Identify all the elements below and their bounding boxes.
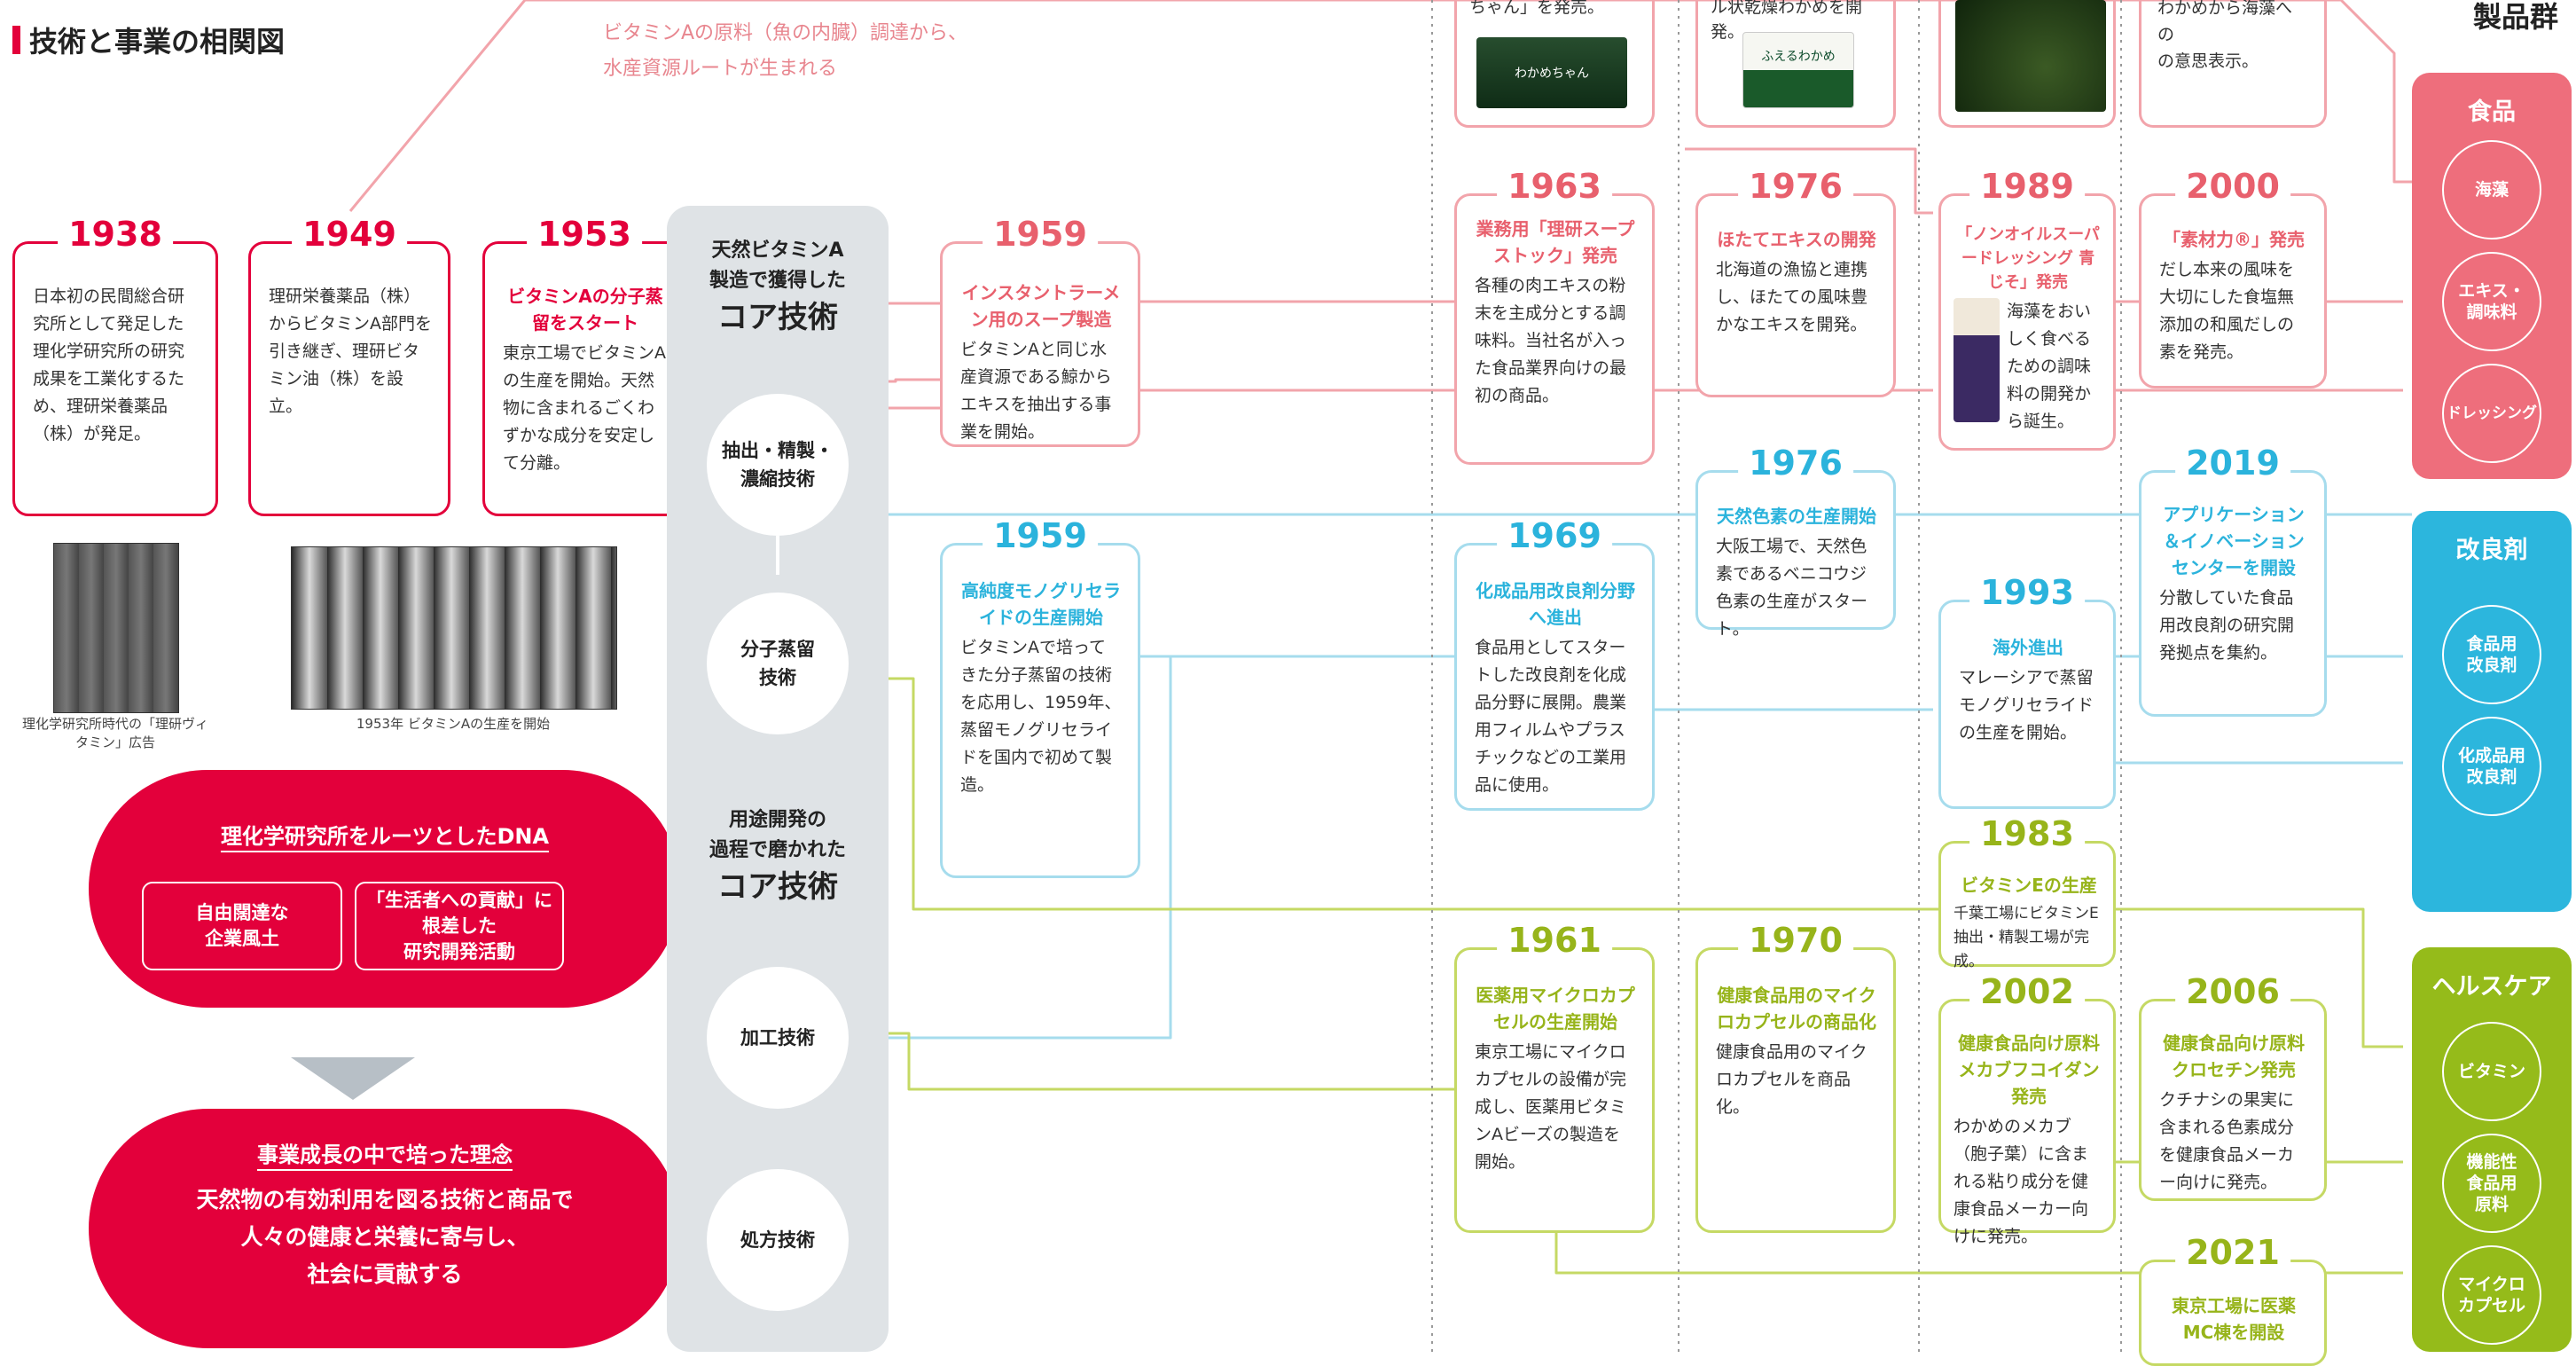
top-card-1: ちゃん」を発売。 わかめちゃん [1454,0,1655,128]
origin-1953: 1953 ビタミンAの分子蒸留をスタート 東京工場でビタミンAの生産を開始。天然… [482,217,686,516]
link-vitamin-route [348,0,1454,212]
tech-processing: 加工技術 [707,967,849,1109]
link-green-distill [856,677,2403,1048]
title-marker [12,26,20,54]
milestone-1976-color: 1976 天然色素の生産開始 大阪工場で、天然色素であるベニコウジ色素の生産がス… [1695,446,1896,639]
group-healthcare-microcapsule: マイクロ カプセル [2442,1245,2541,1345]
down-arrow [291,1057,415,1100]
dna-heading: 理化学研究所をルーツとしたDNA [220,824,550,849]
group-healthcare: ヘルスケア ビタミン 機能性 食品用 原料 マイクロ カプセル [2412,947,2572,1352]
page-title: 技術と事業の相関図 [12,20,285,60]
core-head-2: 用途開発の 過程で磨かれた コア技術 [709,809,846,905]
philosophy-text: 天然物の有効利用を図る技術と商品で 人々の健康と栄養に寄与し、 社会に貢献する [196,1187,574,1287]
top-card-3 [1938,0,2116,128]
group-food-dressing: ドレッシング [2442,364,2541,463]
top-card-2: ル状乾燥わかめを開発。 ふえるわかめ [1695,0,1896,128]
vitamin-note: ビタミンAの原料（魚の内臓）調達から、水産資源ルートが生まれる [603,22,968,80]
group-food-seaweed: 海藻 [2442,140,2541,239]
link-green-bottom [1554,1233,2403,1275]
group-healthcare-vitamin: ビタミン [2442,1022,2541,1121]
link-cyan-processing [856,656,1172,1040]
tech-distillation: 分子蒸留 技術 [707,593,849,734]
philosophy-heading: 事業成長の中で培った理念 [257,1142,513,1167]
milestone-1959-monoglyceride: 1959 高純度モノグリセライドの生産開始 ビタミンAで培ってきた分子蒸留の技術… [940,519,1140,878]
product-fueru-wakame: ふえるわかめ [1742,32,1854,108]
group-food: 食品 海藻 エキス・ 調味料 ドレッシング [2412,73,2572,479]
product-wakame-chan: わかめちゃん [1476,37,1627,108]
dna-box: 理化学研究所をルーツとしたDNA 自由闊達な 企業風土 「生活者への貢献」に 根… [89,770,681,1008]
tech-extraction: 抽出・精製・ 濃縮技術 [707,394,849,536]
group-healthcare-functional: 機能性 食品用 原料 [2442,1134,2541,1233]
dressing-bottle [1954,298,2000,422]
dna-research: 「生活者への貢献」に 根差した 研究開発活動 [355,882,564,970]
milestone-1993: 1993 海外進出 マレーシアで蒸留モノグリセライドの生産を開始。 [1938,576,2116,809]
product-groups-heading: 製品群 [2472,0,2558,34]
core-head-1: 天然ビタミンA 製造で獲得した コア技術 [709,239,846,335]
milestone-1989: 1989 「ノンオイルスーパードレッシング 青じそ」発売 海藻をおいしく食べるた… [1938,169,2116,451]
milestone-1959-soup: 1959 インスタントラーメン用のスープ製造 ビタミンAと同じ水産資源である鯨か… [940,217,1140,447]
core-tech-column: 天然ビタミンA 製造で獲得した コア技術 抽出・精製・ 濃縮技術 分子蒸留 技術… [667,206,889,1352]
milestone-1970: 1970 健康食品用のマイクロカプセルの商品化 健康食品用のマイクロカプセルを商… [1695,923,1896,1233]
dna-culture: 自由闊達な 企業風土 [142,882,342,970]
milestone-1969: 1969 化成品用改良剤分野へ進出 食品用としてスタートした改良剤を化成品分野に… [1454,519,1655,811]
philosophy-box: 事業成長の中で培った理念 天然物の有効利用を図る技術と商品で 人々の健康と栄養に… [89,1109,681,1348]
milestone-2021: 2021 東京工場に医薬MC棟を開設 [2139,1236,2327,1366]
milestone-2006: 2006 健康食品向け原料クロセチン発売 クチナシの果実に含まれる色素成分を健康… [2139,975,2327,1201]
milestone-2000: 2000 「素材力®」発売 だし本来の風味を大切にした食塩無添加の和風だしの素を… [2139,169,2327,389]
milestone-2019: 2019 アプリケーション＆イノベーションセンターを開設 分散していた食品用改良… [2139,446,2327,717]
photo-caption-ad: 理化学研究所時代の「理研ヴィタミン」広告 [21,716,208,750]
link-food-top [1454,0,2412,184]
milestone-1961: 1961 医薬用マイクロカプセルの生産開始 東京工場にマイクロカプセルの設備が完… [1454,923,1655,1233]
group-improver: 改良剤 食品用 改良剤 化成品用 改良剤 [2412,511,2572,912]
vitamin-a-production-photo [291,546,617,710]
riken-vitamin-ad-photo [53,543,179,713]
milestone-1963: 1963 業務用「理研スープストック」発売 各種の肉エキスの粉末を主成分とする調… [1454,169,1655,465]
milestone-2002: 2002 健康食品向け原料メカブフコイダン発売 わかめのメカブ（胞子葉）に含まれ… [1938,975,2116,1246]
origin-1949: 1949 理研栄養薬品（株）からビタミンA部門を引き継ぎ、理研ビタミン油（株）を… [248,217,450,516]
milestone-1983: 1983 ビタミンEの生産 千葉工場にビタミンE抽出・精製工場が完成。 [1938,817,2116,970]
tech-formulation: 処方技術 [707,1169,849,1311]
photo-caption-production: 1953年 ビタミンAの生産を開始 [356,716,551,732]
milestone-1976-scallop: 1976 ほたてエキスの開発 北海道の漁協と連携し、ほたての風味豊かなエキスを開… [1695,169,1896,397]
group-improver-chemical: 化成品用 改良剤 [2442,717,2541,816]
link-green-processing [856,1032,1454,1091]
top-card-4: わかめから海藻への の意思表示。 [2139,0,2327,128]
group-improver-food: 食品用 改良剤 [2442,605,2541,704]
link-pink-top2 [1685,147,1933,215]
origin-1938: 1938 日本初の民間総合研究所として発足した理化学研究所の研究成果を工業化する… [12,217,218,516]
group-food-extract: エキス・ 調味料 [2442,252,2541,351]
tech-connector [776,536,779,575]
product-soup-photo [1955,0,2106,112]
